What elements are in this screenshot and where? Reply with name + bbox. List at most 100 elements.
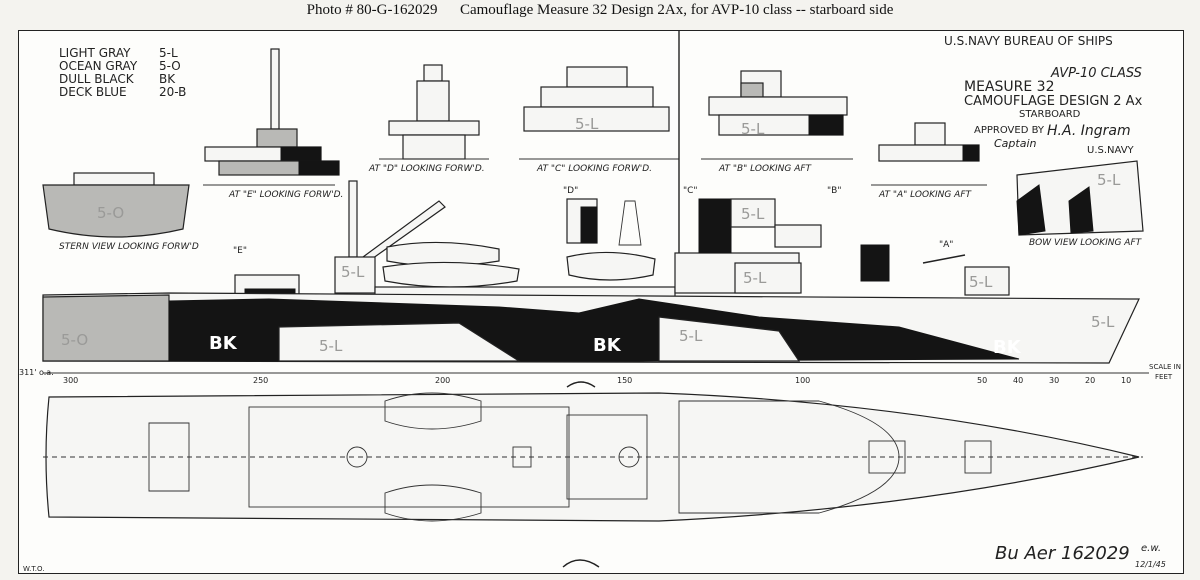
bridge-lower [734, 262, 802, 294]
section-d-funnel [416, 80, 450, 122]
section-d: AT "D" LOOKING FORW'D. [368, 64, 489, 174]
section-e-caption: AT "E" LOOKING FORW'D. [228, 190, 343, 200]
scale-tick-4: 100 [795, 376, 810, 385]
ship-class: AVP-10 CLASS [1050, 66, 1142, 81]
section-d-caption: AT "D" LOOKING FORW'D. [368, 164, 485, 174]
aft-house-paint: 5-L [341, 263, 365, 281]
section-a-gun-mount [914, 122, 946, 146]
legend-code-1: 5-O [159, 59, 181, 73]
lattice-tower [618, 200, 642, 246]
scale-unit-top: SCALE IN [1149, 363, 1181, 371]
motor-launch-2 [382, 261, 520, 288]
stern-paint-label: 5-O [97, 204, 124, 222]
hull-black-label-aft: BK [209, 333, 238, 354]
hull-light-aft [278, 322, 522, 362]
section-e-mast [270, 48, 280, 130]
title-block: U.S.NAVY BUREAU OF SHIPS AVP-10 CLASS ME… [944, 34, 1143, 156]
length-scale: 311' o.a. 300 250 200 150 100 50 40 30 2… [19, 363, 1181, 385]
overall-length: 311' o.a. [19, 368, 54, 377]
drafter-initials: e.w. [1141, 543, 1161, 554]
camouflage-drawing: LIGHT GRAY 5-L OCEAN GRAY 5-O DULL BLACK… [19, 31, 1181, 573]
caption-title: Camouflage Measure 32 Design 2Ax, for AV… [459, 2, 894, 18]
plan-stern-house [148, 422, 190, 492]
stern-ocean-gray [42, 294, 170, 362]
section-c-paint: 5-L [575, 115, 599, 133]
photo-caption: Photo # 80-G-162029 Camouflage Measure 3… [0, 2, 1200, 19]
bow-black-right [1068, 186, 1094, 234]
hull-paint-light-bow: 5-L [1091, 313, 1115, 331]
blueprint-plate: LIGHT GRAY 5-L OCEAN GRAY 5-O DULL BLACK… [18, 30, 1184, 574]
plan-chock-top [566, 381, 596, 388]
forward-gun-paint: 5-L [969, 273, 993, 291]
plan-forward-mount [964, 440, 992, 474]
scale-tick-8: 20 [1085, 376, 1095, 385]
forward-gun-barrel [922, 254, 966, 264]
section-c-top [566, 66, 628, 88]
plan-boat-stbd [384, 484, 482, 522]
plan-hatch [512, 446, 532, 468]
aft-kingpost [348, 180, 358, 258]
approval-signature: H.A. Ingram [1047, 123, 1131, 139]
plan-gun-mount [868, 440, 906, 474]
stern-view: 5-O STERN VIEW LOOKING FORW'D [42, 172, 199, 252]
profile-view: 5-L 5-L 5-L 5-L 5-O [42, 31, 1140, 364]
bridge-black [698, 198, 732, 254]
navy-label: U.S.NAVY [1087, 145, 1135, 156]
marker-c: "C" [683, 186, 698, 196]
section-c: 5-L AT "C" LOOKING FORW'D. [519, 66, 679, 174]
marker-b: "B" [827, 186, 841, 196]
color-legend: LIGHT GRAY 5-L OCEAN GRAY 5-O DULL BLACK… [59, 46, 186, 99]
legend-name-1: OCEAN GRAY [59, 59, 138, 73]
bow-black-left [1016, 184, 1046, 236]
section-e-upper [256, 128, 298, 148]
hull-black-label-mid: BK [593, 335, 622, 356]
section-c-caption: AT "C" LOOKING FORW'D. [536, 164, 652, 174]
hull-light-mid [658, 316, 801, 362]
scale-tick-7: 30 [1049, 376, 1059, 385]
scale-tick-5: 50 [977, 376, 987, 385]
bow-paint-label: 5-L [1097, 171, 1121, 189]
legend-code-3: 20-B [159, 85, 186, 99]
legend-name-2: DULL BLACK [59, 72, 135, 86]
bridge-paint-lower: 5-L [743, 269, 767, 287]
marker-e: "E" [233, 246, 247, 256]
marker-a: "A" [939, 240, 953, 250]
hull-paint-light-aft: 5-L [319, 337, 343, 355]
plan-funnel-area [566, 414, 648, 500]
plan-funnel [618, 446, 640, 468]
plan-view [43, 381, 1143, 568]
measure-number: MEASURE 32 [964, 79, 1054, 95]
drawing-date: 12/1/45 [1135, 560, 1166, 569]
chart-house [774, 224, 822, 248]
hull-paint-ocean: 5-O [61, 331, 88, 349]
section-c-bridge [540, 86, 654, 108]
funnel-black [580, 206, 598, 244]
scale-tick-1: 250 [253, 376, 268, 385]
plan-main-deckhouse [248, 406, 570, 508]
plan-bridge [678, 400, 900, 514]
bow-view: 5-L BOW VIEW LOOKING AFT [1016, 160, 1144, 248]
section-b-black [808, 114, 844, 136]
section-e-black [280, 146, 322, 162]
legend-name-0: LIGHT GRAY [59, 46, 131, 60]
drawing-number: Bu Aer 162029 [995, 543, 1130, 564]
approval-rank: Captain [994, 137, 1037, 150]
section-d-deck [388, 120, 480, 136]
section-b: 5-L AT "B" LOOKING AFT [701, 70, 853, 174]
pilot-house [730, 198, 776, 228]
stern-deckhouse [73, 172, 155, 186]
scale-tick-9: 10 [1121, 376, 1131, 385]
margin-note: W.T.O. [23, 565, 44, 573]
forward-gun-black [860, 244, 890, 282]
bridge-paint-upper: 5-L [741, 205, 765, 223]
bureau-heading: U.S.NAVY BUREAU OF SHIPS [944, 34, 1113, 48]
section-c-deck [523, 106, 670, 132]
approved-label: APPROVED BY [974, 125, 1045, 136]
aft-gun-house [334, 256, 376, 294]
section-b-director [740, 82, 764, 98]
legend-name-3: DECK BLUE [59, 85, 127, 99]
scale-tick-0: 300 [63, 376, 78, 385]
section-e: AT "E" LOOKING FORW'D. [203, 48, 343, 200]
legend-code-0: 5-L [159, 46, 178, 60]
plan-chock-bottom [562, 559, 600, 568]
